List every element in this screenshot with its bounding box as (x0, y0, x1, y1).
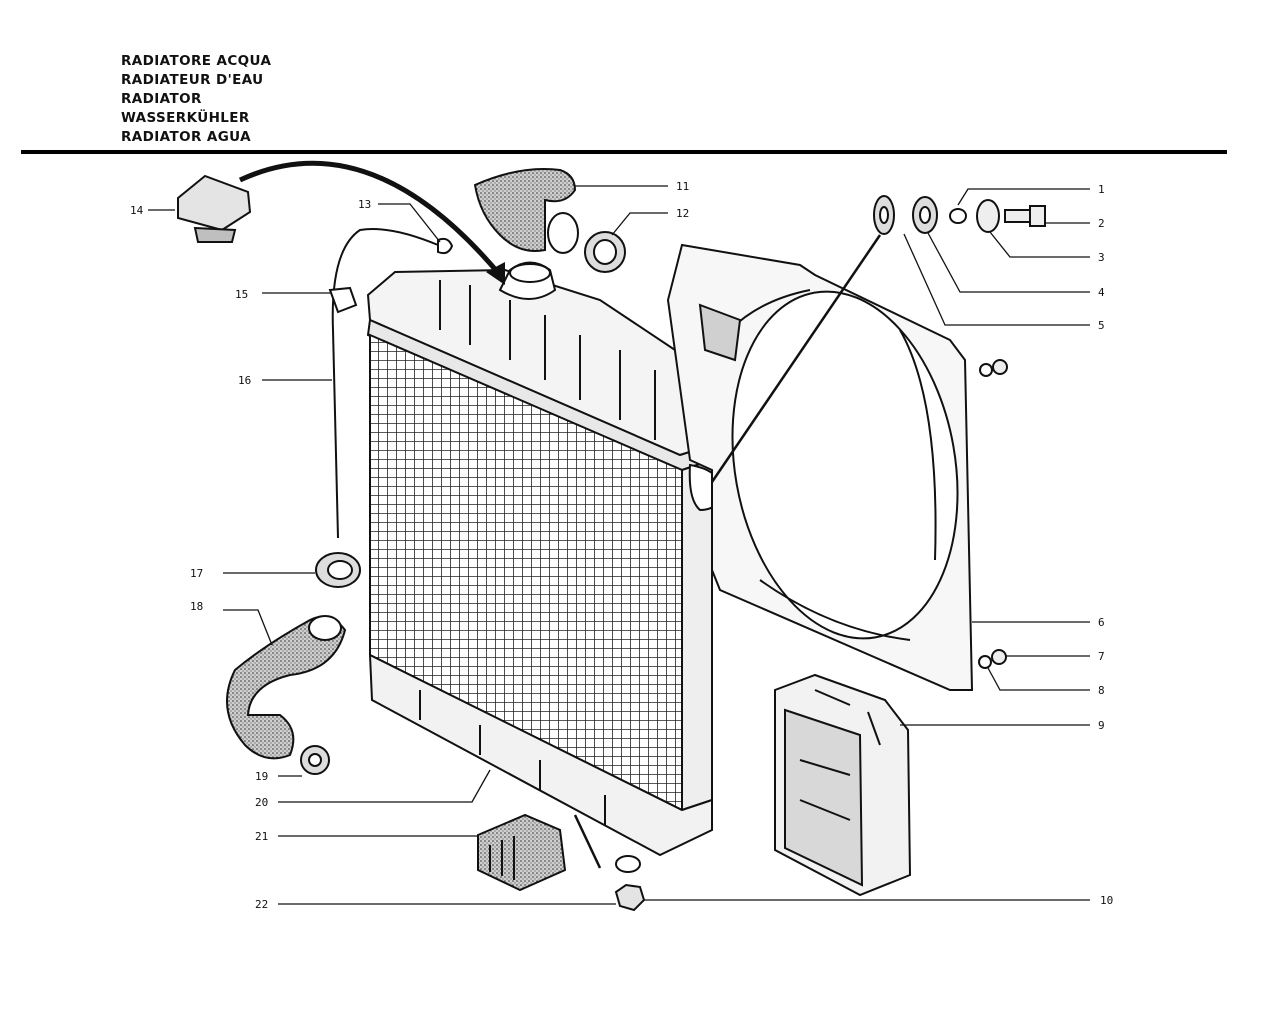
title-english: RADIATOR (121, 91, 202, 107)
overflow-tube (328, 228, 454, 539)
upper-hose-clamp (584, 231, 626, 273)
callout-18: 18 (190, 600, 203, 613)
title-french: RADIATEUR D'EAU (121, 72, 264, 88)
callout-4: 4 (1098, 286, 1105, 299)
radiator (366, 261, 724, 857)
leader-lines (148, 185, 1090, 905)
hardware-arrow (710, 234, 882, 483)
coolant-can (774, 673, 912, 897)
title-italian: RADIATORE ACQUA (121, 53, 272, 69)
callout-22: 22 (255, 898, 268, 911)
callout-6: 6 (1098, 616, 1105, 629)
lower-hose-clamp (300, 745, 330, 775)
callout-19: 19 (255, 770, 268, 783)
callout-7: 7 (1098, 650, 1105, 663)
callout-10: 10 (1100, 894, 1113, 907)
fan-shroud (666, 243, 974, 691)
cap-arrow (238, 160, 502, 277)
upper-hose (473, 168, 579, 254)
callout-13: 13 (358, 198, 371, 211)
callout-11: 11 (676, 180, 689, 193)
mounting-hardware (873, 195, 1046, 235)
title-rule (21, 150, 1227, 154)
callout-21: 21 (255, 830, 268, 843)
radiator-cap (177, 174, 252, 243)
drain-plug (614, 855, 646, 912)
callout-12: 12 (676, 207, 689, 220)
title-block: RADIATORE ACQUA RADIATEUR D'EAU RADIATOR… (121, 52, 271, 147)
title-spanish: RADIATOR AGUA (121, 129, 251, 145)
callout-17: 17 (190, 567, 203, 580)
shroud-nuts (978, 359, 1008, 669)
title-german: WASSERKÜHLER (121, 110, 250, 126)
cap-arrow-head (486, 262, 505, 285)
callout-8: 8 (1098, 684, 1105, 697)
mounting-rubber (477, 813, 567, 892)
callout-9: 9 (1098, 719, 1105, 732)
callout-2: 2 (1098, 217, 1105, 230)
callout-5: 5 (1098, 319, 1105, 332)
lower-clamp (315, 552, 361, 588)
callout-16: 16 (238, 374, 251, 387)
callout-14: 14 (130, 204, 144, 217)
callout-20: 20 (255, 796, 268, 809)
callout-1: 1 (1098, 183, 1105, 196)
callout-3: 3 (1098, 251, 1105, 264)
lower-hose (226, 615, 347, 760)
rubber-arrow (573, 814, 602, 869)
callout-15: 15 (235, 288, 248, 301)
